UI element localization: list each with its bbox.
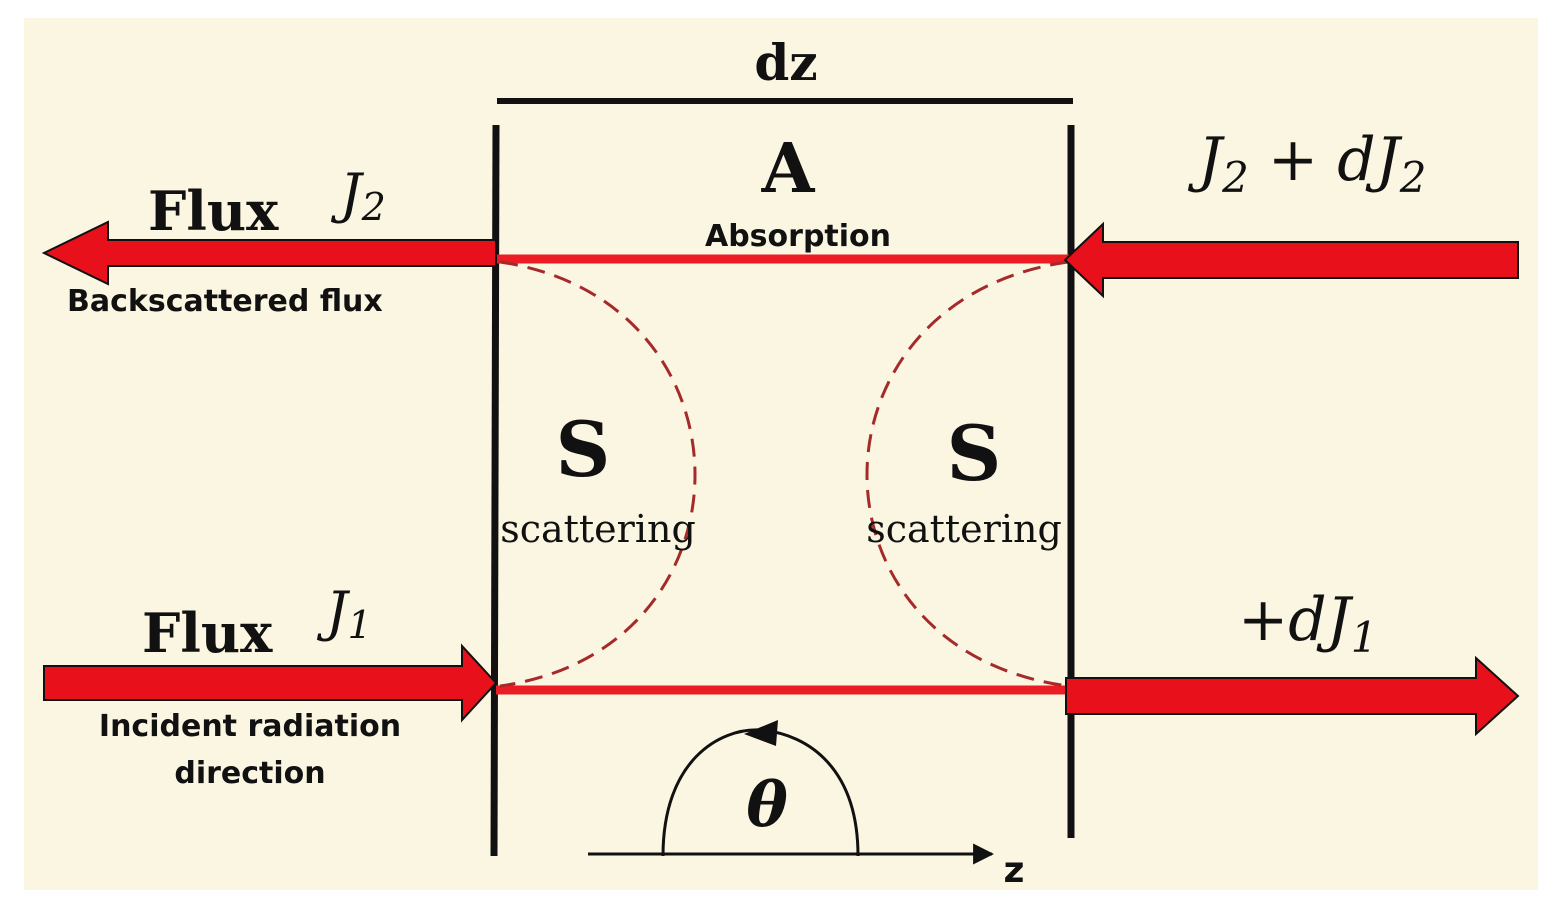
dz-label: dz xyxy=(754,33,817,92)
j2-plus-dj2-label: J2 + dJ2 xyxy=(1187,125,1426,202)
theta-label: θ xyxy=(746,768,788,841)
j2dj2-plus-dj: + dJ xyxy=(1249,125,1403,195)
flux-bottom-label: Flux xyxy=(142,601,273,665)
absorption-label: Absorption xyxy=(705,219,891,254)
plus-dj1-label: +dJ1 xyxy=(1238,585,1377,662)
j1-base: J xyxy=(316,580,351,643)
right-scattering-arc xyxy=(865,260,1069,688)
j2dj2-base: J xyxy=(1187,125,1225,195)
scattering-left-label: scattering xyxy=(500,507,696,551)
scattering-right-label: scattering xyxy=(866,507,1062,551)
incoming-j2-arrow xyxy=(1063,221,1519,299)
j2-base: J xyxy=(330,162,365,225)
j2dj2-subscript: 2 xyxy=(1221,153,1249,202)
incident-flux-arrow xyxy=(43,643,498,723)
flux-top-label: Flux xyxy=(148,179,279,243)
diagram-background xyxy=(24,18,1538,890)
scattering-right-letter: S xyxy=(947,409,1002,498)
absorption-letter: A xyxy=(761,129,816,209)
plus-dj1-base: +dJ xyxy=(1238,585,1354,655)
incident-radiation-label-line2: direction xyxy=(174,756,325,791)
transmitted-flux-arrow xyxy=(1065,655,1520,737)
j2-label: J2 xyxy=(330,162,386,229)
z-axis-label: z xyxy=(1004,850,1025,891)
incident-radiation-label-line1: Incident radiation xyxy=(99,709,401,744)
plus-dj1-subscript: 1 xyxy=(1351,613,1378,662)
j2-subscript: 2 xyxy=(361,185,386,229)
scattering-left-letter: S xyxy=(556,405,611,494)
j2dj2-subscript2: 2 xyxy=(1399,153,1427,202)
backscattered-flux-label: Backscattered flux xyxy=(67,284,383,319)
left-scattering-arc xyxy=(499,260,697,688)
backscattered-flux-arrow xyxy=(41,220,497,286)
theta-arrow-icon xyxy=(744,720,778,746)
j1-subscript: 1 xyxy=(348,603,372,647)
j1-label: J1 xyxy=(316,580,372,647)
left-boundary-line xyxy=(490,124,500,857)
